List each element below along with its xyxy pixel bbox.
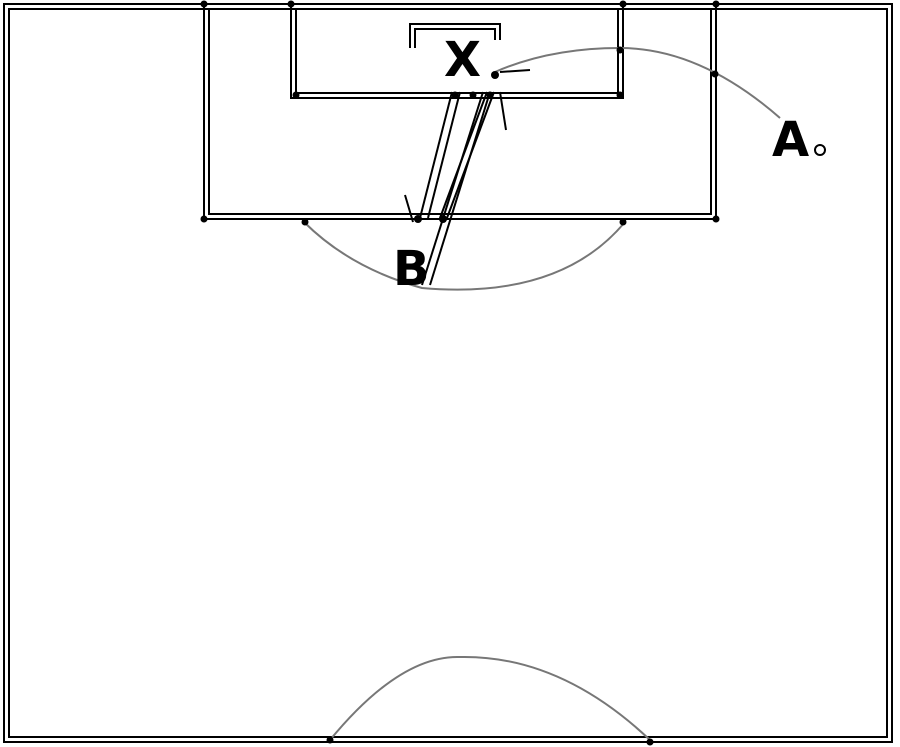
player-x-label: X: [444, 32, 481, 88]
field-boundary: [3, 3, 893, 743]
pass-lines: [419, 91, 495, 286]
run-path-a: [494, 46, 781, 119]
player-a-label: A: [772, 112, 809, 168]
junction-dots: [200, 0, 826, 746]
penalty-arc: [303, 221, 626, 291]
tick-marks: [404, 69, 531, 223]
goal-marker: [409, 23, 501, 48]
center-circle-arc: [329, 655, 651, 741]
player-b-label: B: [393, 241, 430, 297]
